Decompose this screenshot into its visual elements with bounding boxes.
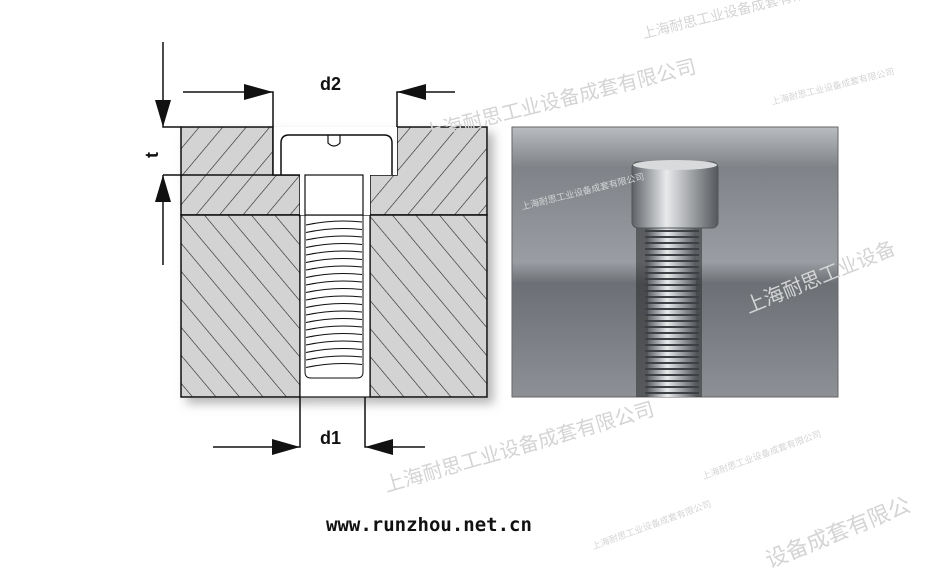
thread-line (305, 295, 363, 301)
photo-thread (645, 368, 699, 370)
thread-line (305, 235, 363, 241)
d2-label: d2 (320, 74, 341, 94)
bolt-threads (304, 215, 364, 379)
photo-thread (645, 350, 699, 352)
photo-thread (645, 290, 699, 292)
photo-thread (645, 272, 699, 274)
thread-line (305, 280, 363, 286)
thread-line (305, 303, 363, 308)
website-url: www.runzhou.net.cn (326, 514, 532, 536)
photo-thread (645, 296, 699, 298)
photo-thread (645, 254, 699, 256)
photo-thread (645, 356, 699, 358)
photo-thread (645, 386, 699, 388)
bolt-head (280, 134, 393, 175)
photo-thread (645, 284, 699, 286)
thread-line (305, 310, 363, 316)
thread-line (305, 243, 363, 248)
photo-thread (645, 308, 699, 310)
thread-line (305, 258, 363, 263)
photo-thread (645, 380, 699, 382)
photo-thread (645, 326, 699, 328)
section-drawing (180, 126, 488, 398)
photo-thread (645, 338, 699, 340)
photo-thread (645, 344, 699, 346)
thread-line (305, 325, 363, 331)
photo-thread (645, 392, 699, 394)
counterbore-diagram: d2 d1 t (142, 42, 839, 455)
photo-thread (645, 302, 699, 304)
photo-thread (645, 236, 699, 238)
thread-line (305, 340, 363, 346)
thread-line (305, 250, 363, 256)
thread-line (305, 318, 363, 323)
photo-thread (645, 260, 699, 262)
bolt-photo (511, 126, 839, 398)
thread-line (305, 348, 363, 353)
thread-outline (304, 215, 364, 379)
photo-thread (645, 332, 699, 334)
thread-line (305, 273, 363, 278)
thread-line (305, 220, 363, 226)
d1-label: d1 (320, 428, 341, 448)
photo-thread (645, 230, 699, 232)
photo-thread (645, 278, 699, 280)
arrow-heads (155, 84, 426, 455)
photo-thread (645, 374, 699, 376)
photo-thread (645, 314, 699, 316)
photo-thread (645, 320, 699, 322)
photo-thread (645, 266, 699, 268)
bolt-shank (304, 174, 364, 216)
thread-line (305, 355, 363, 361)
thread-line (305, 288, 363, 293)
thread-line (305, 228, 363, 233)
thread-line (305, 333, 363, 338)
t-label: t (142, 152, 162, 158)
thread-line (305, 265, 363, 271)
photo-thread (645, 242, 699, 244)
hex-socket (327, 135, 341, 147)
photo-thread (645, 248, 699, 250)
photo-thread (645, 362, 699, 364)
thread-line (305, 363, 363, 368)
